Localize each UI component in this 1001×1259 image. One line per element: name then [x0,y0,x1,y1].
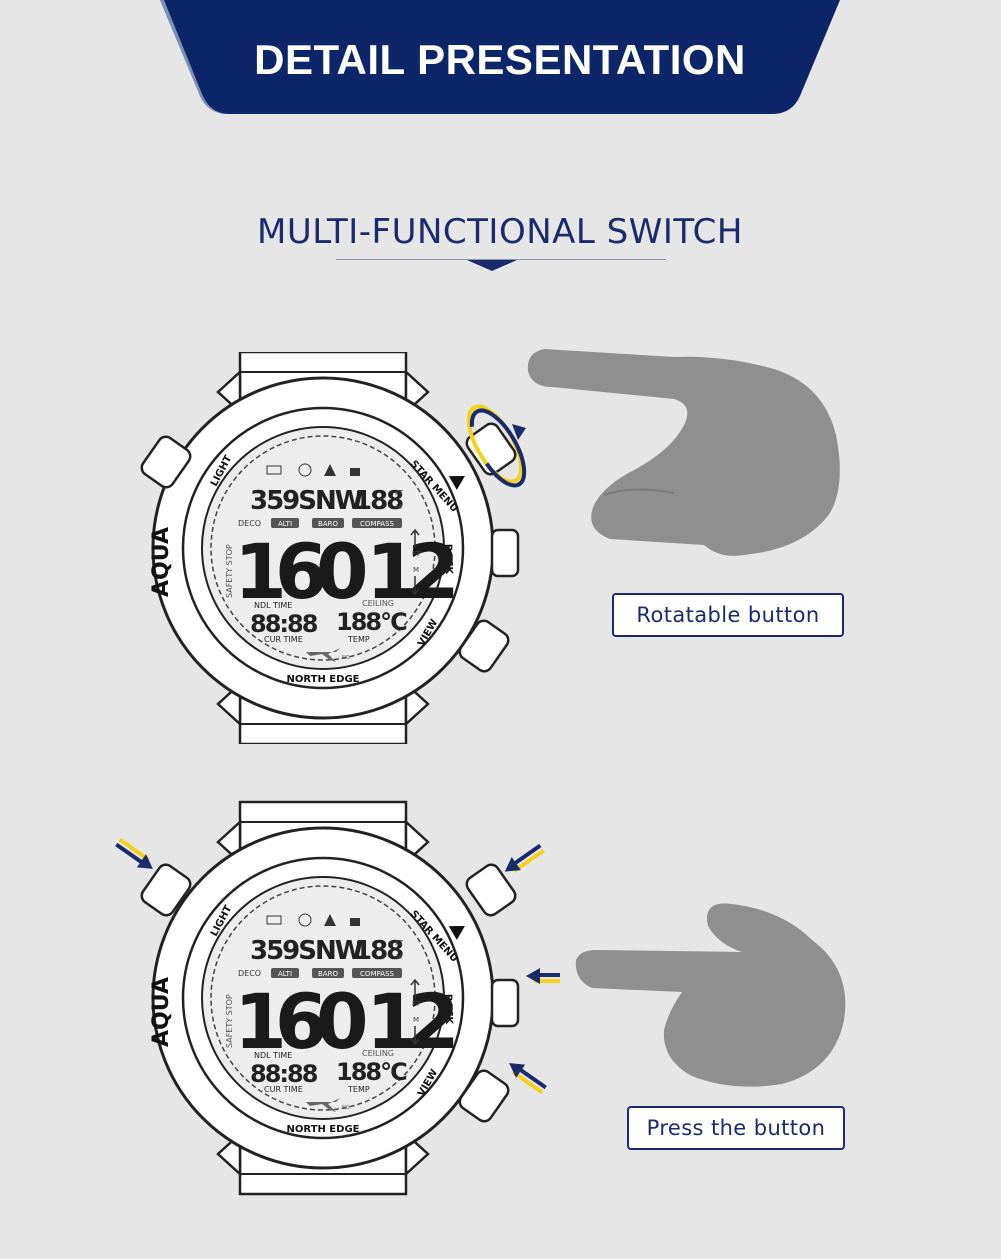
big-left-readout: 160 [234,527,366,616]
temp-readout: 188°C [336,608,407,636]
bell-icon [324,464,336,476]
header-title: DETAIL PRESENTATION [254,36,746,83]
press-button-label: Press the button [627,1106,845,1150]
back-button[interactable] [490,528,520,578]
temp-label: TEMP [347,635,370,644]
altitude-readout-press: 188 [354,936,403,966]
lock-icon [350,468,360,476]
up-arrow-icon [410,528,420,548]
svg-text:M: M [413,1016,419,1024]
tag-alti: ALTI [278,520,292,528]
tag-compass-press: COMPASS [360,970,394,978]
banner-shape [160,0,840,114]
no-fly-label-press: NO [342,1105,350,1111]
watch-display: 359SNW 188 FT M DECO ALTI BARO COMPASS S… [225,463,466,662]
lock-icon [350,918,360,926]
watch-footer-brand-press: NORTH EDGE [287,1124,360,1135]
weather-icon [298,463,312,477]
tag-baro: BARO [318,520,338,528]
svg-text:FT: FT [412,550,421,558]
no-fly-label: NO [342,655,350,661]
bell-icon [324,914,336,926]
watch-body-press: AQUA NORTH EDGE LIGHT STAR MENU BACK VIE… [139,800,520,1196]
rotatable-button-label: Rotatable button [612,593,844,637]
light-button[interactable] [140,434,193,491]
star-menu-button-press[interactable] [464,862,519,919]
light-button-press[interactable] [139,862,194,919]
press-arrow-icon [115,837,560,1095]
ceiling-label: CEILING [362,599,394,608]
ndl-time-label-press: NDL TIME [254,1051,292,1060]
unit-ft: FT [395,489,404,497]
cur-time-readout-press: 88:88 [250,1060,318,1088]
cur-time-readout: 88:88 [250,610,318,638]
hand-rotate-icon [527,349,840,556]
back-label-press: BACK [442,994,454,1026]
back-label: BACK [442,544,454,576]
menu-pointer-icon [448,475,465,490]
cur-time-label-press: CUR TIME [264,1085,303,1094]
cur-time-label: CUR TIME [264,635,303,644]
down-arrow-icon [410,1026,420,1046]
weather-icon [298,913,312,927]
temp-label-press: TEMP [347,1085,370,1094]
hand-press-icon [575,903,846,1087]
svg-text:FT: FT [412,1000,421,1008]
watch-footer-brand: NORTH EDGE [287,674,360,685]
tag-deco: DECO [238,519,261,528]
big-left-readout-press: 160 [234,977,366,1066]
battery-icon [266,465,282,475]
view-button[interactable] [457,618,512,675]
svg-text:M: M [413,566,419,574]
safety-stop-label-press: SAFETY STOP [225,994,234,1048]
watch-body [140,352,520,744]
section-subtitle: MULTI-FUNCTIONAL SWITCH [257,212,743,252]
down-arrow-icon [410,576,420,596]
watch-display-press: 359SNW 188 FT M DECO ALTI BARO COMPASS S… [225,913,466,1112]
tag-compass: COMPASS [360,520,394,528]
altitude-readout: 188 [354,486,403,516]
subtitle-pointer-icon [467,260,517,271]
back-button-press[interactable] [490,978,520,1028]
watch-brand: AQUA [149,527,174,597]
compass-readout-press: 359SNW [250,936,363,966]
airplane-icon [306,1098,340,1112]
watch-press: AQUA NORTH EDGE LIGHT STAR MENU BACK VIE… [115,800,560,1196]
watch-rotate: AQUA NORTH EDGE LIGHT STAR MENU BACK VIE… [140,352,527,744]
header-banner: DETAIL PRESENTATION [160,0,840,116]
airplane-icon [306,648,340,662]
tag-deco-press: DECO [238,969,261,978]
tag-alti-press: ALTI [278,970,292,978]
ndl-time-label: NDL TIME [254,601,292,610]
unit-m: M [396,503,402,511]
subtitle-divider [336,259,666,260]
star-menu-knob[interactable] [464,421,519,478]
tag-baro-press: BARO [318,970,338,978]
menu-pointer-icon-press [448,926,465,940]
ceiling-label-press: CEILING [362,1049,394,1058]
battery-icon [266,915,282,925]
safety-stop-label: SAFETY STOP [225,544,234,598]
watch-brand-press: AQUA [149,977,174,1047]
unit-m-press: M [396,953,402,961]
view-button-press[interactable] [457,1068,512,1125]
up-arrow-icon [410,978,420,998]
rotate-arrow-icon [466,404,527,488]
compass-readout: 359SNW [250,486,363,516]
temp-readout-press: 188°C [336,1058,407,1086]
unit-ft-press: FT [395,939,404,947]
